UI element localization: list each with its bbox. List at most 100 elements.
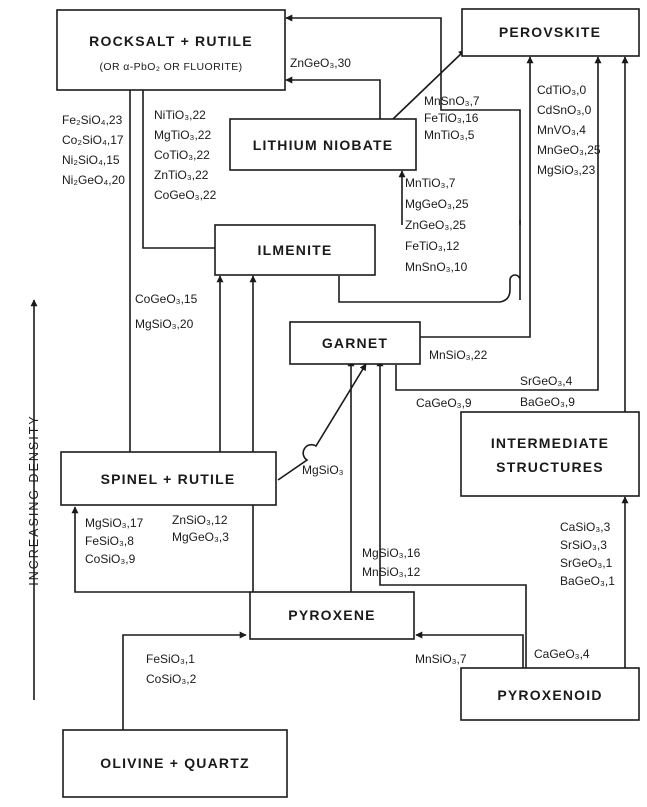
node-pyroxene: PYROXENE [249, 591, 415, 640]
label-garnet-cageo3: CaGeO₃,9 [416, 396, 472, 410]
edge-garnet-perovskite-lower [395, 56, 602, 391]
edge-ilmenite-perovskite [338, 220, 521, 303]
node-garnet: GARNET [289, 321, 421, 365]
compound-label-line: MnVO₃,4 [537, 123, 586, 137]
rocksalt-title: ROCKSALT + RUTILE [89, 33, 253, 49]
axis-label: INCREASING DENSITY [27, 414, 41, 585]
edge-olivine-pyroxene [122, 631, 247, 730]
node-olivine-quartz: OLIVINE + QUARTZ [62, 729, 288, 798]
compound-label-line: MnSiO₃,22 [429, 348, 488, 362]
compound-label-line: ZnTiO₃,22 [154, 168, 209, 182]
compound-label-line: MgSiO₃,16 [362, 546, 421, 560]
node-lithium-niobate: LITHIUM NIOBATE [229, 118, 417, 171]
compound-label-line: ZnGeO₃,30 [290, 56, 351, 70]
compound-label-line: BaGeO₃,1 [560, 574, 615, 588]
edge-lithium-niobate-rocksalt [285, 76, 381, 119]
pyroxenoid-title: PYROXENOID [497, 687, 602, 703]
node-rocksalt-rutile: ROCKSALT + RUTILE (OR α-PbO₂ OR FLUORITE… [56, 9, 286, 91]
compound-label-line: MnGeO₃,25 [537, 143, 601, 157]
compound-label-line: MnSiO₃,7 [415, 652, 467, 666]
compound-label-line: CoGeO₃,22 [154, 188, 217, 202]
label-garnet-perovskite: MnSiO₃,22 [429, 348, 488, 362]
compound-label-line: SrSiO₃,3 [560, 538, 607, 552]
compound-label-line: MgSiO₃ [302, 463, 344, 477]
compound-label-line: CdSnO₃,0 [537, 103, 592, 117]
compound-label-line: MgGeO₃,25 [405, 197, 469, 211]
edge-pyroxenoid-pyroxene [415, 631, 524, 668]
olivine-title: OLIVINE + QUARTZ [100, 755, 250, 771]
compound-label-line: BaGeO₃,9 [520, 395, 575, 409]
compound-label-line: Ni₂SiO₄,15 [62, 153, 120, 167]
compound-label-line: Ni₂GeO₄,20 [62, 173, 125, 187]
compound-label-line: FeSiO₃,1 [146, 652, 195, 666]
compound-label-line: NiTiO₃,22 [154, 108, 206, 122]
compound-label-line: Co₂SiO₄,17 [62, 133, 124, 147]
compound-label-line: MgGeO₃,3 [172, 530, 229, 544]
node-spinel-rutile: SPINEL + RUTILE [60, 451, 277, 506]
label-zngeo3-rocksalt: ZnGeO₃,30 [290, 56, 351, 70]
compound-label-line: ZnSiO₃,12 [172, 513, 228, 527]
compound-label-line: SrGeO₃,1 [560, 556, 613, 570]
compound-label-line: SrGeO₃,4 [520, 374, 573, 388]
compound-label-line: CoSiO₃,2 [146, 672, 197, 686]
node-perovskite: PEROVSKITE [461, 8, 640, 57]
edge-zngeo3-rocksalt [285, 14, 521, 225]
compound-label-line: MgSiO₃,20 [135, 317, 194, 331]
compound-label-line: CoTiO₃,22 [154, 148, 210, 162]
edge-spinel-garnet [277, 363, 367, 481]
compound-label-line: FeTiO₃,16 [424, 111, 479, 125]
edge-garnet-perovskite [420, 56, 534, 338]
transition-arrows [30, 14, 629, 730]
edge-ilmenite-rocksalt [139, 61, 215, 249]
compound-label-line: ZnGeO₃,25 [405, 218, 466, 232]
spinel-title: SPINEL + RUTILE [101, 471, 236, 487]
pyroxene-title: PYROXENE [288, 607, 375, 623]
node-pyroxenoid: PYROXENOID [460, 667, 640, 721]
compound-label-line: CoSiO₃,9 [85, 552, 136, 566]
compound-label-line: CdTiO₃,0 [537, 83, 586, 97]
edge-pyroxenoid-garnet [376, 359, 527, 668]
compound-label-line: CaGeO₃,9 [416, 396, 472, 410]
compound-label-line: MnSiO₃,12 [362, 565, 421, 579]
node-ilmenite: ILMENITE [214, 224, 376, 276]
compound-label-line: MgTiO₃,22 [154, 128, 211, 142]
perovskite-title: PEROVSKITE [499, 24, 601, 40]
compound-label-line: MgSiO₃,23 [537, 163, 596, 177]
compound-label-line: MnTiO₃,7 [405, 176, 456, 190]
compound-label-line: CaSiO₃,3 [560, 520, 611, 534]
edge-pyroxene-spinel [71, 506, 250, 593]
compound-label-line: Fe₂SiO₄,23 [62, 113, 123, 127]
compound-label-line: CoGeO₃,15 [135, 292, 198, 306]
ilmenite-title: ILMENITE [258, 242, 333, 258]
compound-label-line: MnSnO₃,7 [424, 94, 480, 108]
label-spinel-garnet: MgSiO₃ [302, 463, 344, 477]
label-pyroxenoid-garnet: CaGeO₃,4 [534, 647, 590, 661]
intermediate-title-line1: INTERMEDIATE [491, 435, 609, 451]
compound-label-line: FeTiO₃,12 [405, 239, 460, 253]
compound-label-line: FeSiO₃,8 [85, 534, 134, 548]
rocksalt-subtitle: (OR α-PbO₂ OR FLUORITE) [99, 61, 242, 73]
compound-label-line: MnSnO₃,10 [405, 260, 468, 274]
garnet-title: GARNET [322, 335, 388, 351]
label-pyroxenoid-pyroxene: MnSiO₃,7 [415, 652, 467, 666]
intermediate-title-line2: STRUCTURES [496, 459, 604, 475]
lithium-niobate-title: LITHIUM NIOBATE [253, 137, 394, 153]
edge-lithium-niobate-perovskite [392, 49, 466, 120]
compound-label-line: CaGeO₃,4 [534, 647, 590, 661]
compound-label-line: MnTiO₃,5 [424, 128, 475, 142]
compound-label-line: MgSiO₃,17 [85, 516, 144, 530]
